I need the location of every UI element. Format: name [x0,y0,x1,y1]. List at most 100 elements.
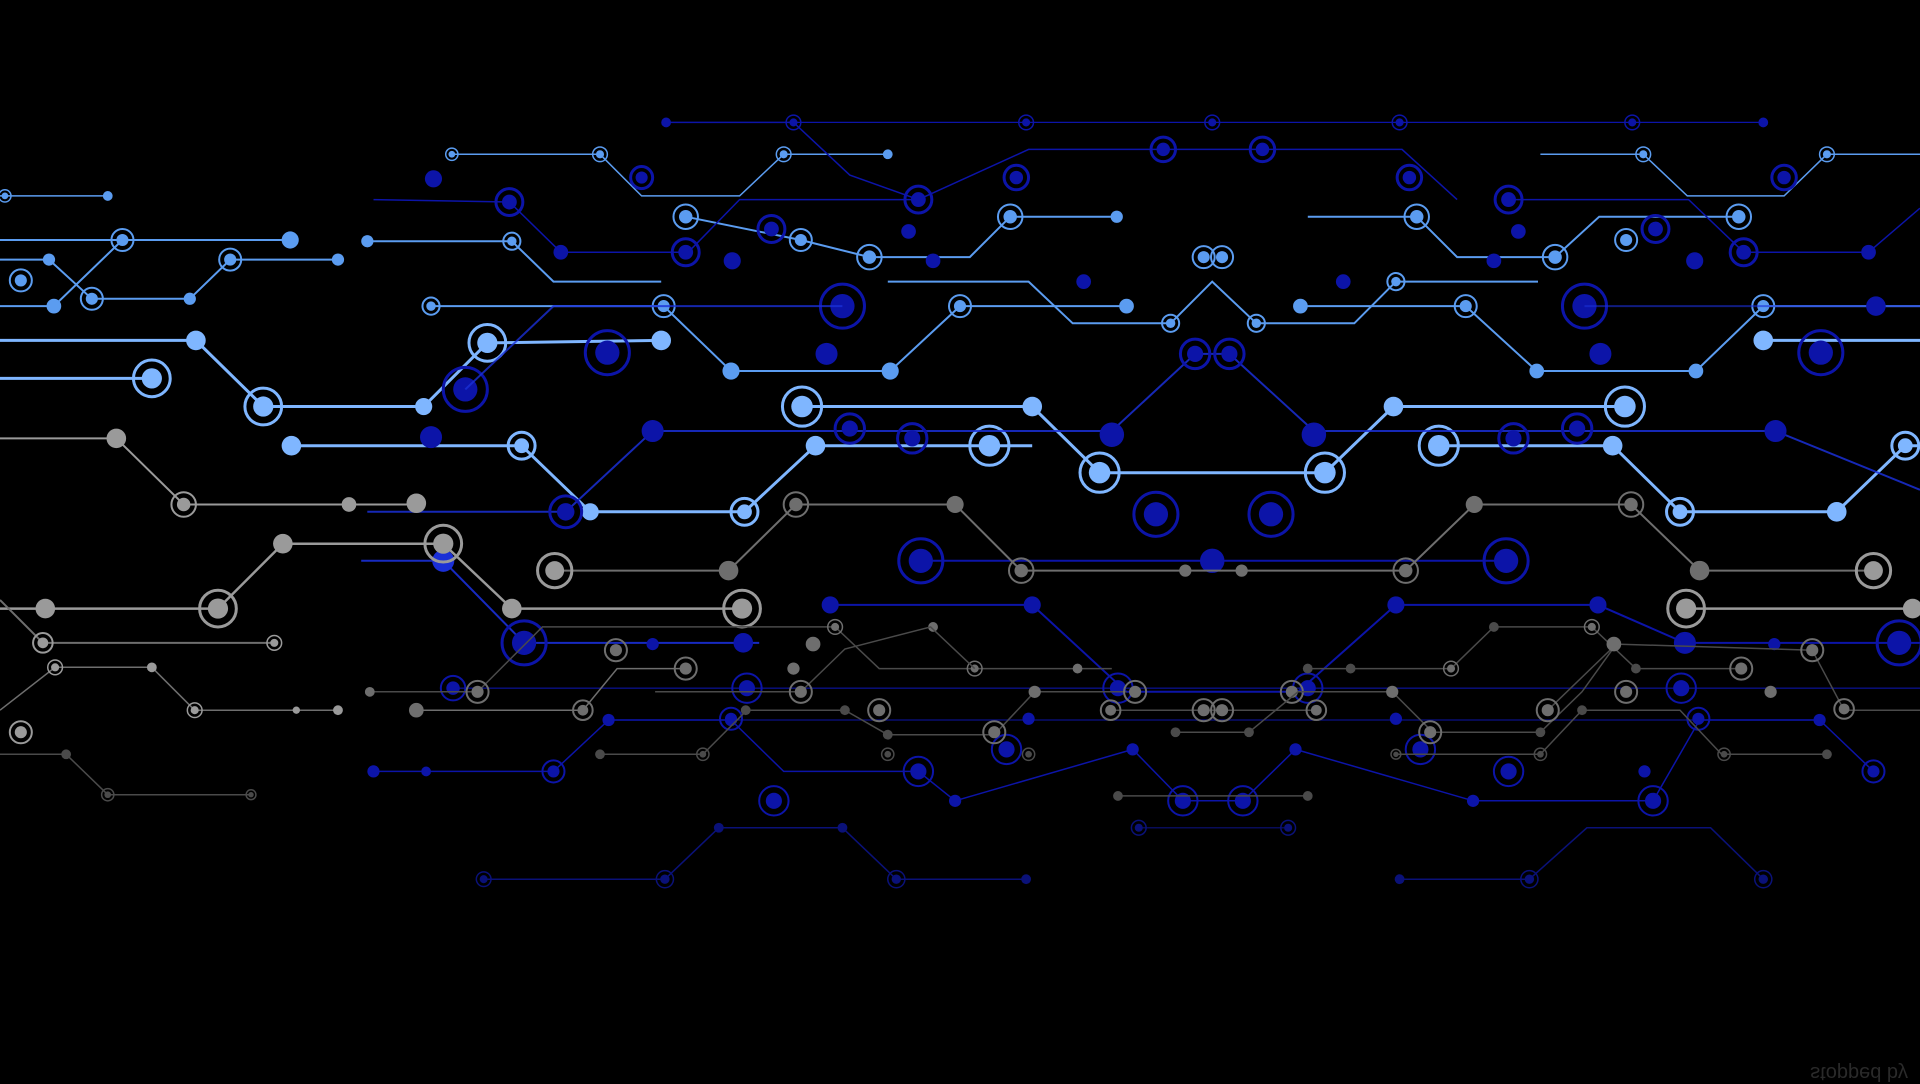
circuit-trace [0,239,124,308]
circuit-trace [361,559,760,644]
circuit-node [183,292,196,305]
circuit-node [1577,705,1587,716]
circuit-node [713,822,724,833]
circuit-ring-node [465,679,490,704]
circuit-ring-node [243,386,284,427]
circuit-ring-node [500,619,548,667]
circuit-node [651,330,672,351]
circuit-trace [464,305,843,391]
circuit-ring-node [1753,869,1773,889]
circuit-node [740,705,751,716]
circuit-node [1301,422,1327,447]
circuit-ring-node [775,146,792,163]
circuit-node [361,235,374,248]
circuit-node [1119,298,1134,314]
circuit-node [1335,274,1351,289]
circuit-trace [431,305,1127,372]
circuit-trace [1399,827,1764,880]
circuit-node [367,765,380,778]
circuit-ring-node [902,755,935,788]
circuit-node [1235,564,1248,577]
circuit-trace [373,719,1875,802]
circuit-trace [887,280,1538,325]
circuit-node [406,493,427,514]
circuit-ring-node [982,720,1007,745]
circuit-node [881,362,899,380]
circuit-node [1638,765,1651,778]
circuit-ring-node [131,358,172,399]
circuit-node [815,342,838,365]
circuit-trace [451,153,888,197]
circuit-node [341,497,357,512]
circuit-trace [369,626,1112,693]
circuit-ring-node [1021,747,1036,762]
circuit-node [61,749,72,760]
circuit-ring-node [79,286,104,311]
circuit-node [1179,564,1192,577]
circuit-node [882,729,893,740]
circuit-ring-node [629,165,655,191]
circuit-node [424,170,443,188]
circuit-node [840,705,850,716]
circuit-trace [655,626,976,693]
circuit-ring-node [1191,245,1216,270]
circuit-ring-node [1890,430,1920,461]
circuit-node [421,766,432,777]
circuit-ring-node [1210,698,1235,723]
circuit-node [1076,274,1092,289]
circuit-ring-node [1617,491,1645,518]
circuit-ring-node [1875,619,1920,667]
circuit-ring-node [1390,748,1402,760]
circuit-ring-node [603,638,628,663]
circuit-node [1244,727,1254,738]
circuit-node [333,705,343,716]
circuit-ring-node [788,227,813,253]
circuit-ring-node [1167,785,1199,817]
circuit-node [415,397,433,416]
circuit-ring-node [782,491,810,518]
circuit-ring-node [1305,699,1328,722]
circuit-ring-node [1453,294,1478,319]
circuit-trace [0,542,742,610]
circuit-node [805,435,826,456]
circuit-node [948,794,962,807]
circuit-ring-node [1818,146,1836,163]
circuit-ring-node [1386,272,1406,292]
circuit-ring-node [170,491,197,518]
circuit-trace [1395,709,1827,756]
circuit-ring-node [780,385,824,428]
credit-text: stopped by [1810,1062,1908,1084]
circuit-ring-node [266,634,283,651]
circuit-node [928,622,938,632]
circuit-ring-node [897,537,945,585]
circuit-node [1689,560,1710,581]
circuit-ring-node [1665,496,1695,527]
circuit-ring-node [729,496,760,527]
circuit-node [1028,685,1041,698]
circuit-node [102,191,113,201]
circuit-node [1383,396,1404,417]
circuit-ring-node [1482,537,1530,585]
circuit-ring-node [421,296,441,316]
circuit-node [1022,712,1035,725]
circuit-ring-node [572,699,594,722]
circuit-ring-node [502,231,522,251]
circuit-node [925,253,941,269]
circuit-node [882,149,893,160]
circuit-ring-node [423,523,464,564]
circuit-node [641,420,664,443]
circuit-trace [1438,444,1920,514]
circuit-ring-node [1392,557,1419,584]
circuit-node [787,662,800,675]
circuit-ring-node [1717,747,1731,762]
circuit-ring-node [672,203,699,230]
circuit-ring-node [1002,163,1031,192]
circuit-ring-node [756,214,787,244]
circuit-node [1465,495,1483,514]
circuit-node [946,495,964,514]
circuit-ring-node [1614,227,1639,253]
circuit-node [292,706,300,714]
circuit-node [1022,396,1043,417]
circuit-node [821,596,839,614]
circuit-trace [416,667,686,711]
